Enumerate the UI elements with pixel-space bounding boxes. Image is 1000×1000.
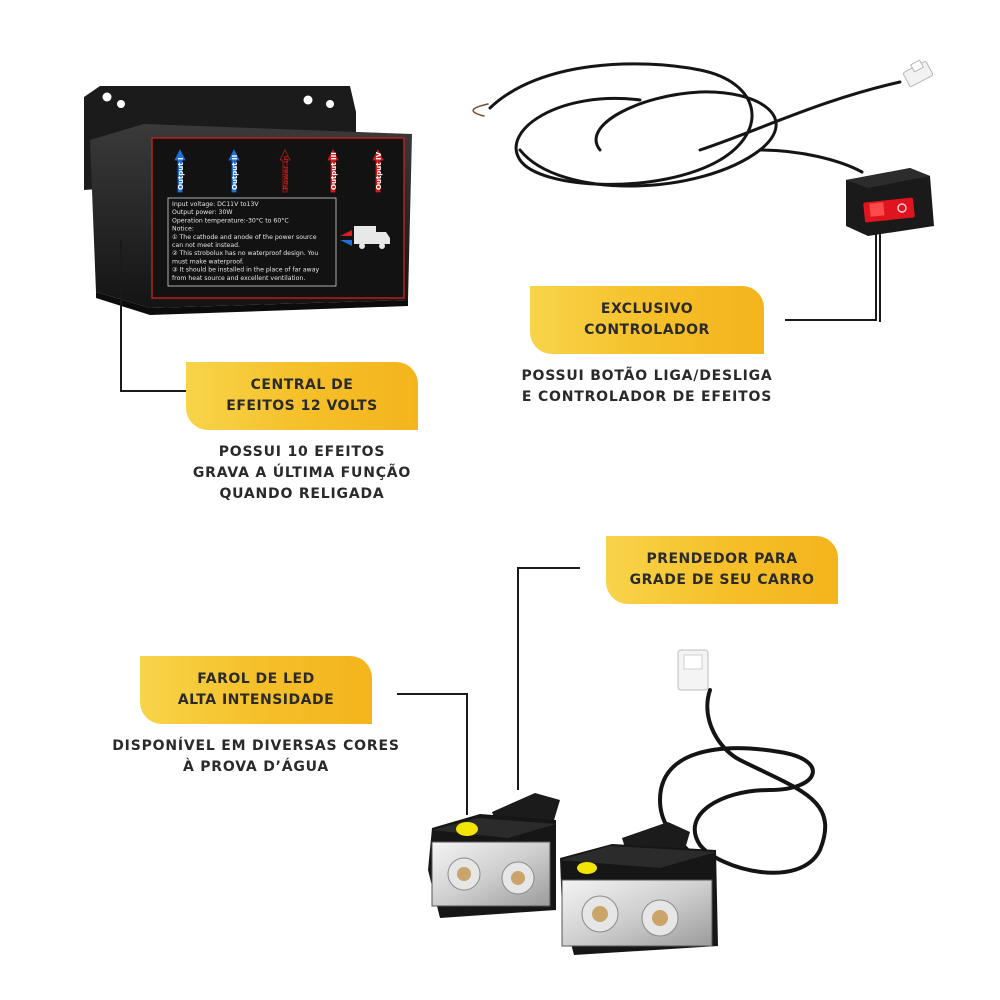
output-label: Output IV: [375, 151, 383, 190]
spec-line: from heat source and excellent ventilati…: [172, 275, 305, 282]
caption-farol: DISPONÍVEL EM DIVERSAS CORES À PROVA D’Á…: [112, 738, 400, 775]
effects-control-box: [84, 86, 412, 315]
spec-line: ③ It should be installed in the place of…: [172, 267, 320, 274]
spec-line: Operation temperature:-30°C to 60°C: [172, 216, 289, 224]
output-arrow-icon: [372, 149, 384, 193]
spec-line: Output power: 30W: [172, 209, 233, 216]
switch-controller: [846, 168, 934, 236]
leader-line-controller: [785, 228, 877, 321]
output-labels: Output I Output II Power in Output III Outpu…: [174, 149, 384, 193]
leader-line-farol: [397, 693, 468, 815]
led-marker-icon: [456, 822, 478, 836]
output-label: Output III: [330, 152, 338, 190]
badge-prendedor: PRENDEDOR PARA GRADE DE SEU CARRO: [606, 536, 838, 604]
led-light-unit: [428, 793, 560, 918]
led-light-unit: [560, 822, 718, 955]
led-connector: [677, 649, 709, 691]
mount-hole-icon: [102, 92, 112, 102]
led-cable: [657, 688, 828, 875]
leader-line-central: [120, 240, 186, 392]
controller-cable: [472, 62, 902, 188]
badge-farol: FAROL DE LED ALTA INTENSIDADE: [140, 656, 372, 724]
output-arrow-icon: [327, 149, 339, 193]
spec-line: Input voltage: DC11V to13V: [172, 201, 259, 208]
output-arrow-icon: [279, 149, 291, 193]
output-arrow-icon: [228, 149, 240, 193]
output-arrow-icon: [174, 149, 186, 193]
spec-line: can not meet instead.: [172, 242, 240, 249]
output-label: Output I: [177, 157, 185, 190]
output-label: Output II: [231, 155, 239, 190]
spec-line: must make waterproof.: [172, 258, 244, 265]
spec-line: Notice:: [172, 226, 194, 233]
badge-controlador: EXCLUSIVO CONTROLADOR: [530, 286, 764, 354]
cable-connector: [902, 59, 934, 87]
badge-central: CENTRAL DE EFEITOS 12 VOLTS: [186, 362, 418, 430]
output-label: Power in: [282, 156, 290, 190]
leader-lines: [120, 228, 881, 815]
caption-central: POSSUI 10 EFEITOS GRAVA A ÚLTIMA FUNÇÃO …: [192, 444, 412, 502]
spec-line: ① The cathode and anode of the power sou…: [172, 234, 317, 241]
caption-controlador: POSSUI BOTÃO LIGA/DESLIGA E CONTROLADOR …: [521, 368, 773, 405]
leader-line-prendedor: [517, 567, 580, 790]
spec-line: ② This strobolux has no waterproof desig…: [172, 250, 318, 257]
